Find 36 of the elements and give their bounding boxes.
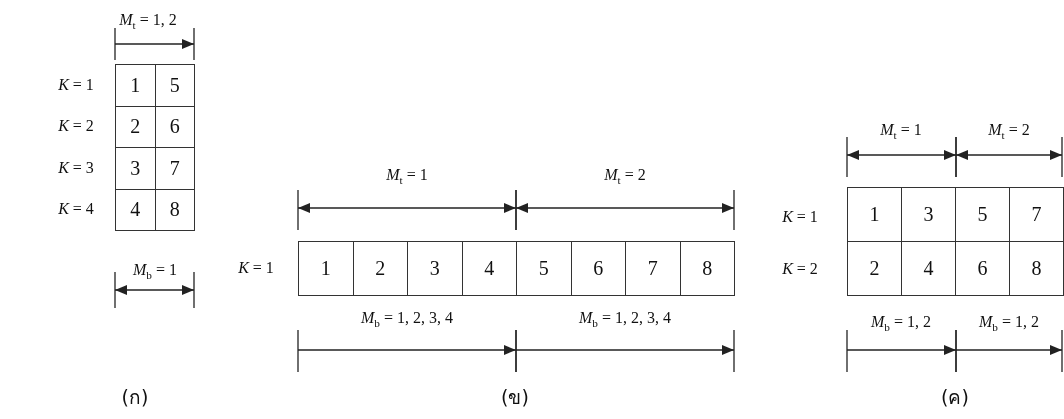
table-cell: 1 <box>298 241 354 296</box>
table-cell: 3 <box>407 241 463 296</box>
table-cell: 7 <box>1009 187 1064 242</box>
table-cell: 8 <box>1009 241 1064 296</box>
table-cell: 2 <box>847 241 902 296</box>
table-cell: 2 <box>352 241 408 296</box>
dimension-label: M$_{t}$ = 2 <box>604 165 646 185</box>
panel-caption: (ก) <box>121 385 149 409</box>
dimension-label: K = 3 <box>58 158 94 178</box>
dimension-label: M$_{t}$ = 1, 2 <box>119 10 177 30</box>
dimension-label: M$_{b}$ = 1 <box>133 260 177 280</box>
table-cell: 4 <box>461 241 517 296</box>
dimension-label: M$_{b}$ = 1, 2 <box>979 312 1039 332</box>
dimension-label: M$_{b}$ = 1, 2 <box>871 312 931 332</box>
dimension-label: M$_{b}$ = 1, 2, 3, 4 <box>361 308 453 328</box>
dimension-label: M$_{t}$ = 2 <box>988 120 1030 140</box>
dimension-label: K = 2 <box>782 259 818 279</box>
dimension-label: K = 1 <box>58 75 94 95</box>
table-cell: 5 <box>516 241 572 296</box>
panel-caption: (ค) <box>941 385 969 409</box>
table-cell: 8 <box>154 188 195 231</box>
dimension-label: M$_{b}$ = 1, 2, 3, 4 <box>579 308 671 328</box>
panel-caption: (ข) <box>501 385 529 409</box>
table-cell: 1 <box>847 187 902 242</box>
table-cell: 8 <box>679 241 735 296</box>
table-cell: 5 <box>154 64 195 107</box>
dimension-label: M$_{t}$ = 1 <box>386 165 428 185</box>
table-cell: 1 <box>115 64 156 107</box>
dimension-label: K = 4 <box>58 199 94 219</box>
dimension-label: K = 1 <box>782 207 818 227</box>
dimension-label: K = 1 <box>238 258 274 278</box>
table-cell: 4 <box>115 188 156 231</box>
table-cell: 6 <box>570 241 626 296</box>
dimension-label: M$_{t}$ = 1 <box>880 120 922 140</box>
dimension-label: K = 2 <box>58 116 94 136</box>
table-cell: 7 <box>625 241 681 296</box>
